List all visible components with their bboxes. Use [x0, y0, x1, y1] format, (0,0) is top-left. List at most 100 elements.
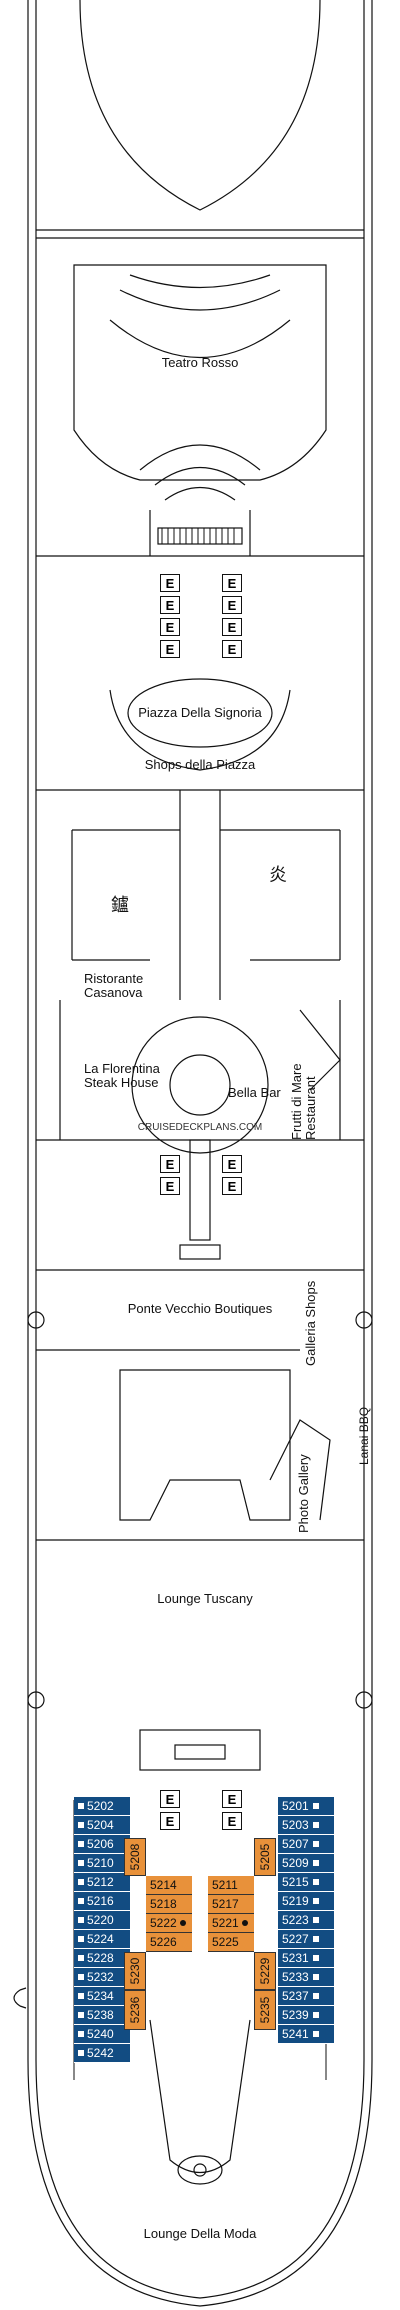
cabin-number: 5205: [258, 1843, 272, 1871]
cabin-number: 5230: [128, 1957, 142, 1985]
cabin-5227[interactable]: 5227: [278, 1930, 334, 1949]
cabin-number: 5235: [258, 1996, 272, 2024]
piazza-ellipse: [127, 678, 273, 748]
accessible-marker: [78, 1936, 84, 1942]
elevator-icon: E: [222, 1155, 242, 1173]
accessible-marker: [312, 1822, 319, 1828]
cabin-5238[interactable]: 5238: [74, 2006, 130, 2025]
cabin-5215[interactable]: 5215: [278, 1873, 334, 1892]
cabin-5237[interactable]: 5237: [278, 1987, 334, 2006]
cabin-number: 5212: [87, 1875, 114, 1889]
ponte-vecchio-label: Ponte Vecchio Boutiques: [127, 1301, 273, 1316]
elevator-icon: E: [160, 1155, 180, 1173]
elevator-icon: E: [160, 1812, 180, 1830]
cabin-5223[interactable]: 5223: [278, 1911, 334, 1930]
bella-bar-label: Bella Bar: [228, 1085, 281, 1100]
cabin-5240[interactable]: 5240: [74, 2025, 130, 2044]
cabin-5241[interactable]: 5241: [278, 2025, 334, 2044]
cabin-number: 5216: [87, 1894, 114, 1908]
cabin-number: 5218: [150, 1897, 177, 1911]
accessible-marker: [78, 1917, 84, 1923]
ristorante-casanova-label: Ristorante Casanova: [84, 971, 144, 1001]
cabin-number: 5240: [87, 2027, 114, 2041]
cabin-number: 5201: [282, 1799, 309, 1813]
cabin-5208[interactable]: 5208: [124, 1838, 146, 1876]
cabin-5207[interactable]: 5207: [278, 1835, 334, 1854]
cabin-5212[interactable]: 5212: [74, 1873, 130, 1892]
cabin-5214[interactable]: 5214: [146, 1876, 192, 1895]
accessible-marker: [78, 1803, 84, 1809]
cabin-5242[interactable]: 5242: [74, 2044, 130, 2063]
cabin-number: 5206: [87, 1837, 114, 1851]
accessible-marker: [78, 2012, 84, 2018]
cabin-number: 5239: [282, 2008, 309, 2022]
lounge-tuscany-outline: [119, 1369, 291, 1521]
cabin-5206[interactable]: 5206: [74, 1835, 130, 1854]
elevator-icon: E: [222, 1790, 242, 1808]
cabin-5222[interactable]: 5222: [146, 1914, 192, 1933]
cabin-5204[interactable]: 5204: [74, 1816, 130, 1835]
cabin-number: 5221: [212, 1916, 239, 1930]
cabin-number: 5203: [282, 1818, 309, 1832]
photo-gallery-label: Photo Gallery: [296, 1454, 311, 1533]
cabin-5221[interactable]: 5221: [208, 1914, 254, 1933]
cabin-5239[interactable]: 5239: [278, 2006, 334, 2025]
cabin-number: 5231: [282, 1951, 309, 1965]
cabin-number: 5227: [282, 1932, 309, 1946]
cabin-5230[interactable]: 5230: [124, 1952, 146, 1990]
accessible-marker: [78, 1822, 84, 1828]
cabin-5218[interactable]: 5218: [146, 1895, 192, 1914]
galleria-shops-label: Galleria Shops: [303, 1280, 318, 1366]
la-florentina-label: La Florentina Steak House: [84, 1061, 160, 1091]
cabin-5226[interactable]: 5226: [146, 1933, 192, 1952]
shops-della-piazza-label: Shops della Piazza: [144, 757, 256, 772]
cabin-5211[interactable]: 5211: [208, 1876, 254, 1895]
cabin-number: 5242: [87, 2046, 114, 2060]
cabin-5225[interactable]: 5225: [208, 1933, 254, 1952]
cabin-5228[interactable]: 5228: [74, 1949, 130, 1968]
cabin-5224[interactable]: 5224: [74, 1930, 130, 1949]
cabin-5234[interactable]: 5234: [74, 1987, 130, 2006]
cabin-number: 5223: [282, 1913, 309, 1927]
connecting-dot-icon: [179, 1920, 186, 1926]
accessible-marker: [78, 1860, 84, 1866]
piazza-della-signoria-label: Piazza Della Signoria: [138, 705, 262, 720]
cabin-5216[interactable]: 5216: [74, 1892, 130, 1911]
glyph-right-label: 炎: [269, 865, 287, 885]
cabin-5219[interactable]: 5219: [278, 1892, 334, 1911]
cabin-5205[interactable]: 5205: [254, 1838, 276, 1876]
cabin-5220[interactable]: 5220: [74, 1911, 130, 1930]
cabin-number: 5211: [212, 1878, 238, 1892]
elevator-icon: E: [222, 1177, 242, 1195]
accessible-marker: [312, 1917, 319, 1923]
cabin-number: 5226: [150, 1935, 177, 1949]
cabin-number: 5232: [87, 1970, 114, 1984]
cabin-5203[interactable]: 5203: [278, 1816, 334, 1835]
lounge-tuscany-label: Lounge Tuscany: [157, 1591, 253, 1606]
cabin-5201[interactable]: 5201: [278, 1797, 334, 1816]
cabin-5210[interactable]: 5210: [74, 1854, 130, 1873]
frutti-di-mare-label: Frutti di Mare Restaurant: [289, 1063, 319, 1140]
cabin-5236[interactable]: 5236: [124, 1990, 146, 2030]
watermark-label: CRUISEDECKPLANS.COM: [137, 1122, 263, 1133]
cabin-number: 5233: [282, 1970, 309, 1984]
accessible-marker: [312, 1879, 319, 1885]
cabin-number: 5217: [212, 1897, 239, 1911]
cabin-5231[interactable]: 5231: [278, 1949, 334, 1968]
elevator-icon: E: [160, 596, 180, 614]
accessible-marker: [78, 1898, 84, 1904]
cabin-5229[interactable]: 5229: [254, 1952, 276, 1990]
lanai-bbq-label: Lanai BBQ: [357, 1406, 371, 1465]
cabin-5202[interactable]: 5202: [74, 1797, 130, 1816]
elevator-icon: E: [222, 596, 242, 614]
cabin-5235[interactable]: 5235: [254, 1990, 276, 2030]
accessible-marker: [78, 2050, 84, 2056]
accessible-marker: [312, 2012, 319, 2018]
cabin-5232[interactable]: 5232: [74, 1968, 130, 1987]
cabin-5217[interactable]: 5217: [208, 1895, 254, 1914]
cabin-5209[interactable]: 5209: [278, 1854, 334, 1873]
elevator-icon: E: [222, 1812, 242, 1830]
cabin-5233[interactable]: 5233: [278, 1968, 334, 1987]
accessible-marker: [78, 1955, 84, 1961]
